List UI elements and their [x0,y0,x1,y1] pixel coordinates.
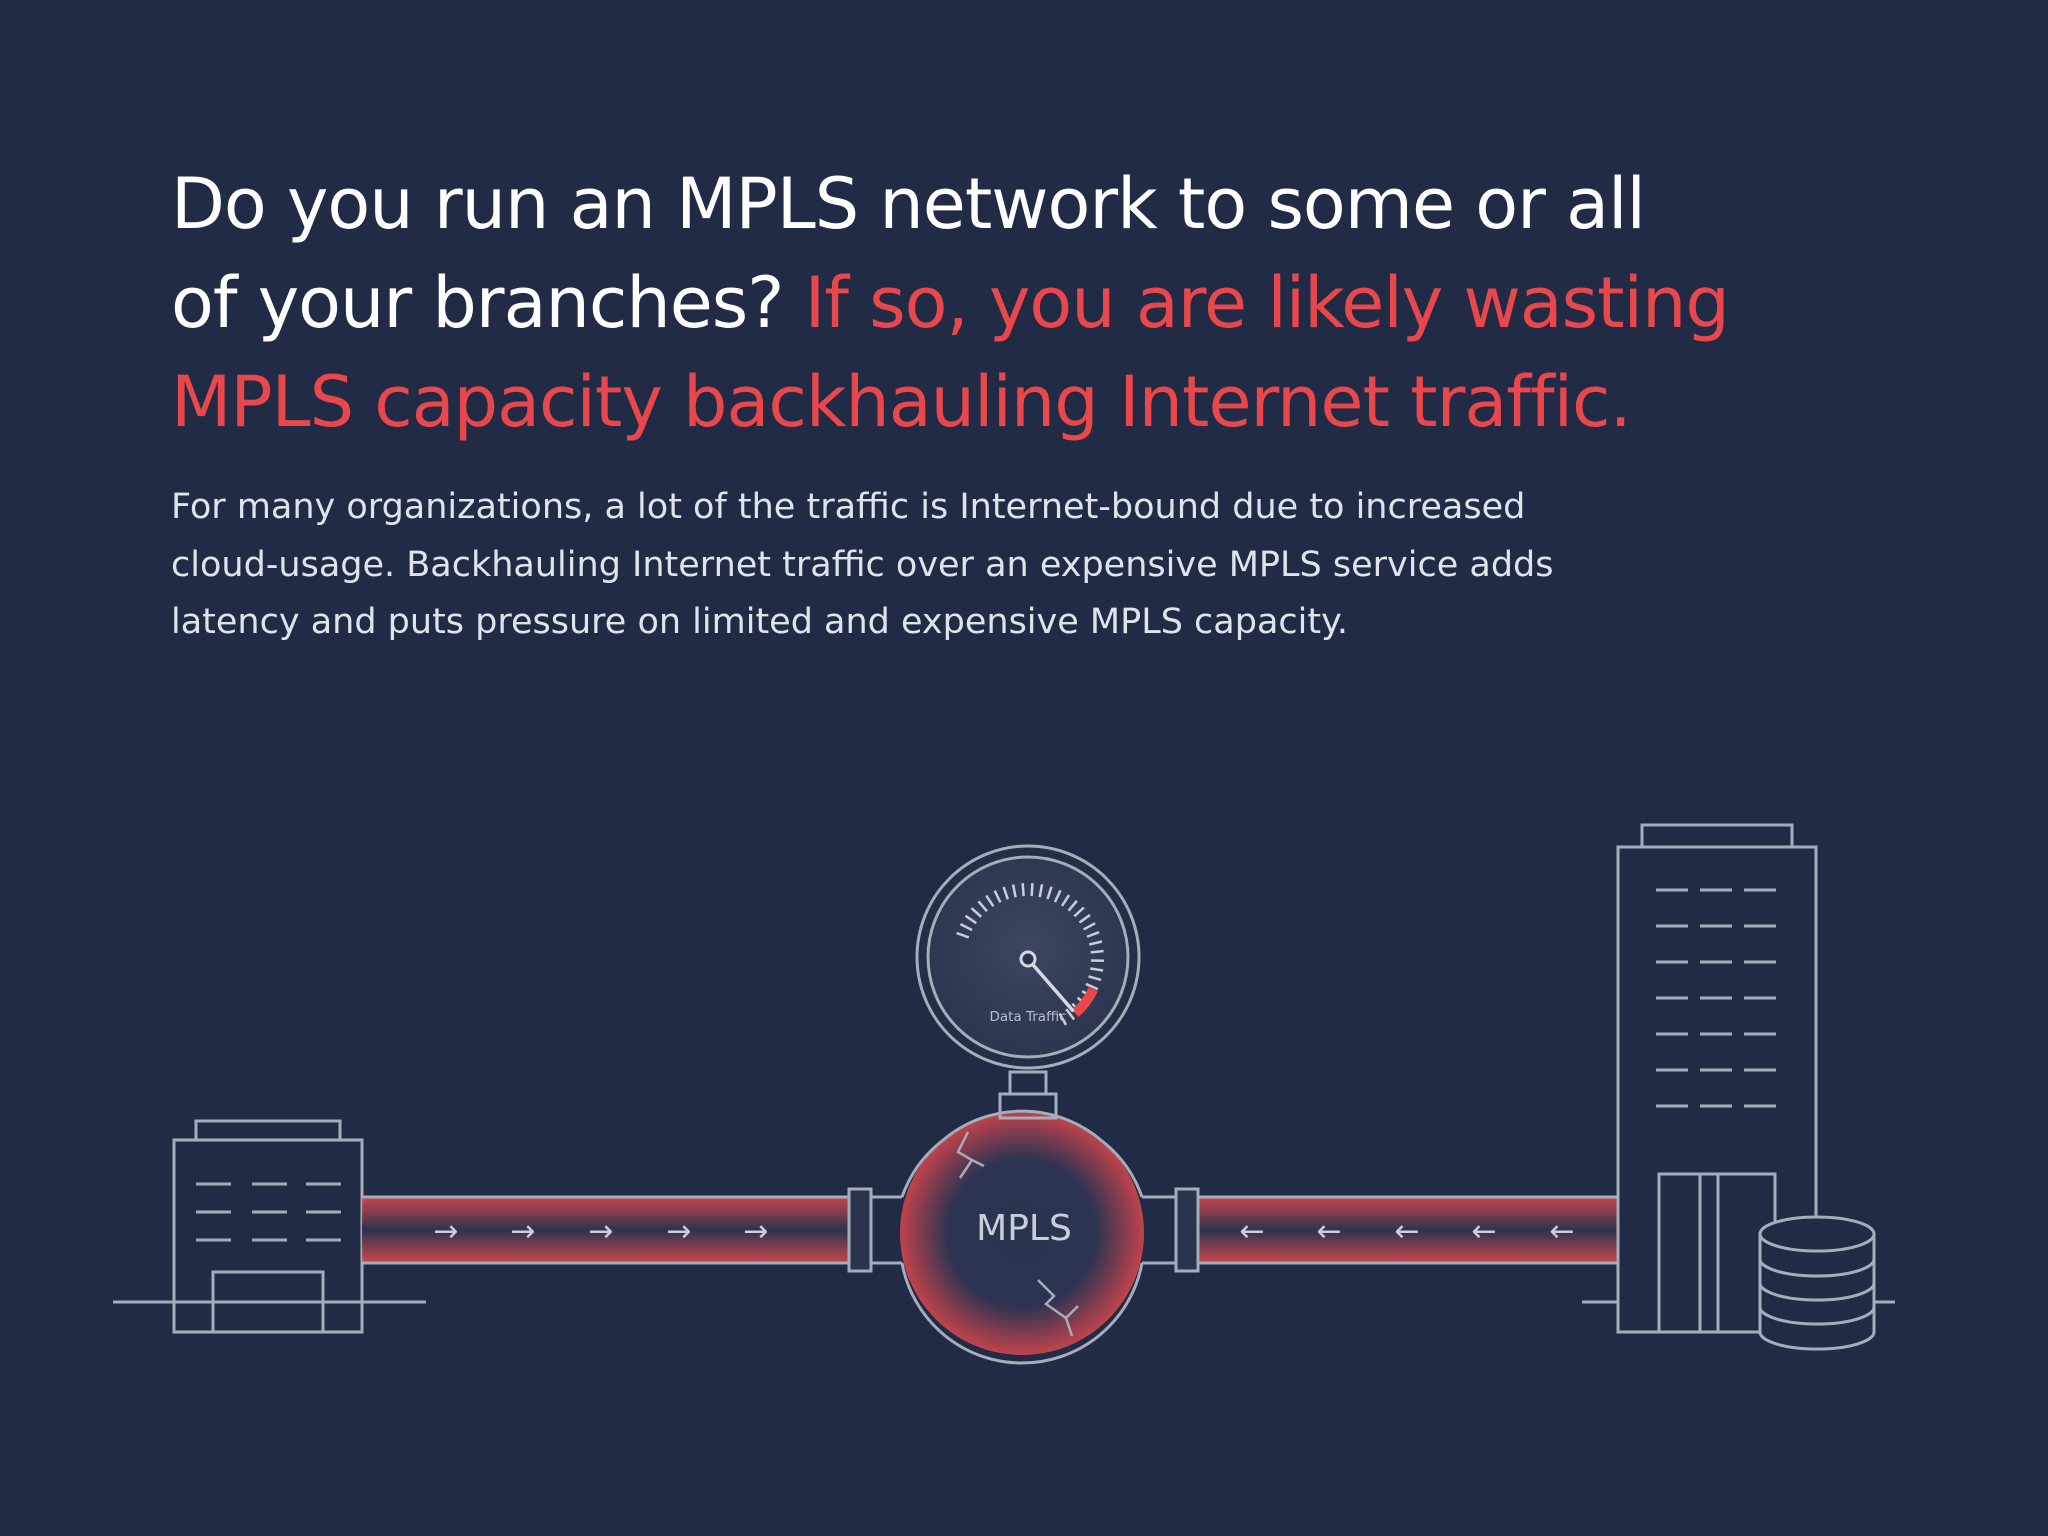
flow-arrow-right-icon: → [666,1214,691,1249]
headline-question: Do you run an MPLS network to some or al… [171,163,1646,344]
gauge-tick [1067,899,1078,912]
mpls-label: MPLS [976,1208,1072,1249]
gauge-tick [1088,975,1102,982]
flow-arrow-left-icon: ← [1394,1214,1419,1249]
gauge-tick [1090,949,1104,954]
flow-arrow-left-icon: ← [1239,1214,1264,1249]
flow-arrow-right-icon: → [743,1214,768,1249]
flow-arrow-right-icon: → [433,1214,458,1249]
gauge-tick [1083,922,1096,931]
gauge-tick [959,922,973,932]
gauge-tick [1065,1008,1076,1021]
flow-arrow-left-icon: ← [1471,1214,1496,1249]
gauge-tick [1002,886,1010,900]
gauge-tick [993,890,1002,903]
gauge-tick [1038,884,1044,898]
flow-arrow-right-icon: → [510,1214,535,1249]
flow-arrow-left-icon: ← [1549,1214,1574,1249]
gauge-tick [956,931,970,939]
gauge-tick [964,914,977,925]
flow-arrow-right-icon: → [588,1214,613,1249]
gauge-tick [1078,914,1091,924]
crack-icon [956,1131,985,1179]
gauge-tick [1021,883,1025,897]
gauge-tick [1060,894,1071,907]
branch-building [113,1119,426,1334]
gauge-tick [985,894,995,908]
left-flow-arrows: → → → → → [433,1214,768,1249]
gauge-tick [977,900,988,913]
gauge-tick [1073,906,1085,918]
gauge-level-arc [1071,986,1098,1018]
headline: Do you run an MPLS network to some or al… [171,155,1731,452]
right-pipe [1188,1195,1618,1265]
gauge-tick [1089,940,1103,946]
headline-accent: If so, you are likely wasting MPLS capac… [171,262,1730,443]
right-flow-arrows: ← ← ← ← ← [1239,1214,1574,1249]
crack-icon [1037,1279,1079,1337]
body-paragraph: For many organizations, a lot of the tra… [171,487,1554,642]
gauge-label: Data Traffic [989,1009,1066,1025]
gauge-tick [970,907,983,918]
gauge-tick [1085,982,1099,991]
gauge-tick [1053,889,1062,903]
gauge-needle [1026,957,1075,1013]
mpls-hub: MPLS [847,1109,1200,1365]
gauge-tick [1030,883,1034,897]
gauge-pivot [1019,950,1037,968]
gauge-tick [1086,931,1100,938]
flow-arrow-left-icon: ← [1316,1214,1341,1249]
gauge-tick [1046,886,1053,900]
left-pipe [362,1195,852,1265]
gauge-tick [1090,967,1104,972]
database-icon [1758,1215,1876,1351]
data-traffic-gauge: Data Traffic [915,844,1141,1120]
gauge-tick [1058,1012,1068,1026]
gauge-tick [1011,884,1017,898]
